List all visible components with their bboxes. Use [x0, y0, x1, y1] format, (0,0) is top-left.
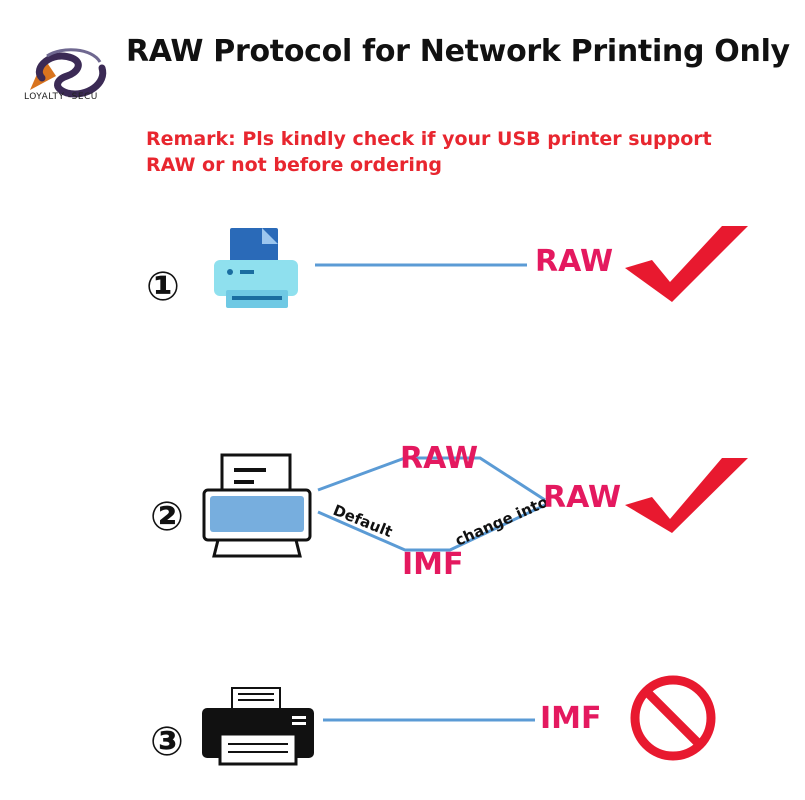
- row1-checkmark-icon: [625, 226, 748, 302]
- row3-label: IMF: [540, 701, 602, 736]
- printer-cyan-icon: [214, 228, 298, 308]
- printer-outline-icon: [202, 453, 312, 558]
- row1-number: ①: [146, 264, 180, 310]
- remark-text: Remark: Pls kindly check if your USB pri…: [146, 128, 712, 176]
- row1-label: RAW: [535, 244, 613, 279]
- row2-checkmark-icon: [625, 458, 748, 533]
- row2-number: ②: [150, 494, 184, 540]
- logo-text: LOYALTY -SECU: [24, 92, 98, 102]
- row3-number: ③: [150, 719, 184, 765]
- row2-change-label: change into: [452, 493, 551, 550]
- row2-top-line: [317, 456, 546, 502]
- row2-default-label: Default: [331, 501, 395, 541]
- logo-icon: [30, 48, 107, 98]
- row2-bottom-label: IMF: [402, 547, 464, 582]
- page-title: RAW Protocol for Network Printing Only: [126, 34, 790, 69]
- row2-result-label: RAW: [543, 480, 621, 515]
- row2-bottom-line: [317, 503, 546, 552]
- printer-black-icon: [202, 687, 314, 766]
- row2-top-label: RAW: [400, 441, 478, 476]
- prohibited-icon: [630, 675, 716, 761]
